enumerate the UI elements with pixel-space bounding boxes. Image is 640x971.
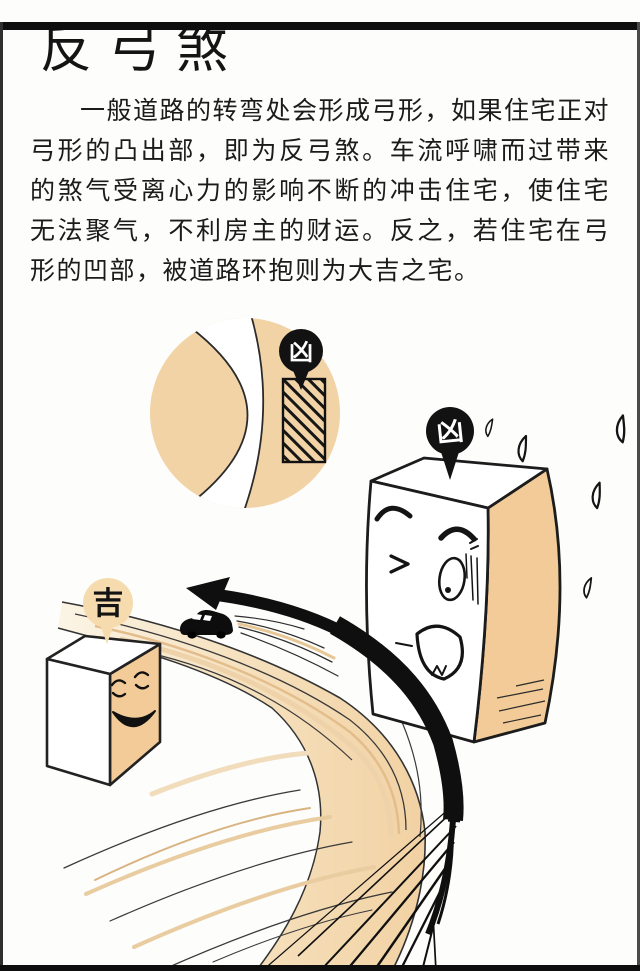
flow-arrow [186,577,464,971]
balloon-circle [426,407,474,455]
car [180,609,339,677]
car-speed-lines [234,615,339,677]
car-window [192,614,202,620]
car-wheel [216,631,226,639]
inset-house-plan [281,377,327,464]
inset-bad-luck-label: 凶 [289,338,313,366]
page-title: 反弓煞 [40,20,245,80]
balloon-circle [279,329,323,373]
page-border-right [637,22,640,971]
page: { "page": { "title": "反弓煞", "body_paragr… [0,20,640,971]
side-face-texture [496,679,546,724]
road-surface [58,602,426,971]
balloon-tail [441,452,459,480]
curved-road [57,601,426,971]
page-border-left [0,22,3,971]
page-border-top [0,22,640,30]
blessed-house-front-face [45,657,112,787]
tongue-mark [425,665,447,676]
arrowhead [186,577,230,610]
balloon-tail [292,368,310,390]
balloon-tail [100,624,114,644]
fengshui-illustration: 凶 [45,318,635,971]
body-paragraph: 一般道路的转弯处会形成弓形，如果住宅正对弓形的凸出部，即为反弓煞。车流呼啸而过带… [30,96,611,286]
good-luck-label: 吉 [93,586,124,622]
pupil [445,587,451,593]
cursed-house: 凶 [365,407,635,744]
car-wheel [187,631,197,639]
car-body [180,609,233,635]
good-luck-balloon: 吉 [83,578,133,644]
inset-curved-road [190,318,264,508]
balloon-circle [83,578,133,628]
inset-diagram: 凶 [150,318,340,508]
bad-luck-label: 凶 [435,416,465,450]
page-border-bottom [0,965,640,971]
inset-bad-luck-balloon: 凶 [279,329,323,390]
bad-luck-balloon: 凶 [426,407,474,480]
blessed-house: 吉 [45,578,162,787]
road-speed-streaks [63,750,393,971]
happy-face [110,671,156,728]
car-window [203,615,212,621]
scared-face [374,505,479,681]
open-mouth [415,624,464,681]
